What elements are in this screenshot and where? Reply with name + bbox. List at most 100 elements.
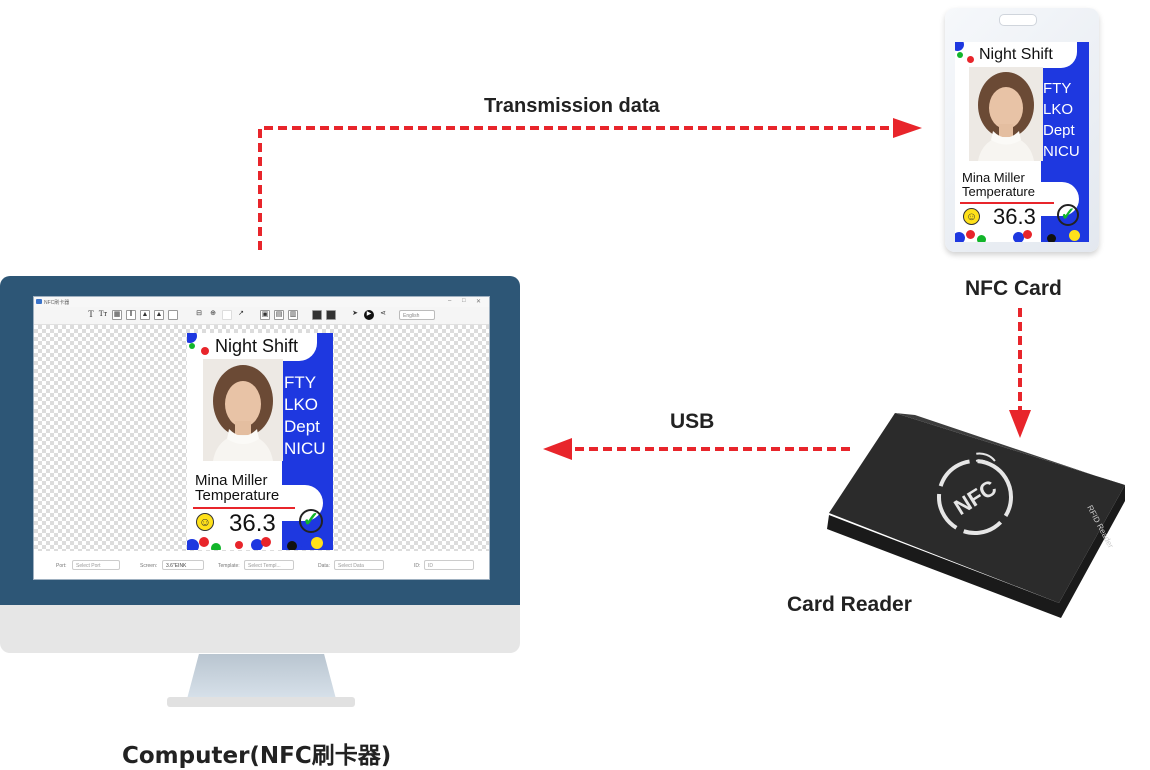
badge-dot xyxy=(299,539,307,547)
badge-dot xyxy=(251,539,263,550)
save-icon[interactable]: ▣ xyxy=(260,310,270,320)
card-divider xyxy=(960,202,1054,204)
screen-label: Screen: xyxy=(140,563,158,569)
badge-dot xyxy=(235,541,243,549)
badge-side-line: LKO xyxy=(284,395,319,414)
badge-title: Night Shift xyxy=(215,336,299,356)
badge-dot xyxy=(187,333,197,343)
minimize-icon[interactable]: – xyxy=(448,298,452,304)
template-label: Template: xyxy=(218,563,240,569)
card-dot xyxy=(1013,232,1024,242)
badge-temp-value: 36.3 xyxy=(229,510,276,537)
app-logo-icon xyxy=(36,299,42,304)
card-dot xyxy=(966,230,975,239)
monitor-chin xyxy=(0,605,520,653)
checkmark-icon: ✓ xyxy=(299,509,323,533)
card-title: Night Shift xyxy=(979,46,1053,63)
app-title: NFC刷卡器 xyxy=(44,300,70,306)
transmission-arrowhead xyxy=(893,118,922,138)
badge-title-band xyxy=(187,333,317,361)
badge-temp-label: Temperature xyxy=(195,487,280,504)
monitor-stand-neck xyxy=(187,654,336,699)
id-label: ID: xyxy=(414,563,421,569)
app-titlebar: NFC刷卡器 – □ ✕ xyxy=(34,297,489,307)
card-side-line: FTY xyxy=(1043,80,1072,97)
badge-dot xyxy=(261,537,271,547)
play-icon[interactable]: ▶ xyxy=(364,310,374,320)
card-portrait xyxy=(969,67,1043,161)
send-icon[interactable]: ➤ xyxy=(352,310,358,317)
card-temp-value: 36.3 xyxy=(993,204,1036,229)
picture-icon[interactable]: ▲ xyxy=(154,310,164,320)
delete-icon[interactable]: ▥ xyxy=(288,310,298,320)
badge-divider xyxy=(193,507,295,509)
barcode-icon[interactable]: ‖ xyxy=(126,310,136,320)
app-statusbar: Port: Select Port Screen: 3.6"EINK Templ… xyxy=(34,559,489,573)
language-select[interactable]: English xyxy=(399,310,435,320)
usb-label: USB xyxy=(670,410,715,433)
badge-side-line: NICU xyxy=(284,439,326,458)
data-select[interactable]: Select Data xyxy=(334,560,384,570)
nfc-logo-icon xyxy=(937,452,1013,535)
badge-dot xyxy=(189,343,195,349)
screen-select[interactable]: 3.6"EINK xyxy=(162,560,204,570)
port-select[interactable]: Select Port xyxy=(72,560,120,570)
badge-name: Mina Miller xyxy=(195,472,268,489)
nfc-card-badge: Night Shift FTY LKO Dept NICU Mina Mille… xyxy=(955,42,1089,242)
app-toolbar: T Tт ▦ ‖ ▲ ▲ ⊟ ⊕ ↗ ▣ ▤ ▥ ➤ ▶ ⋖ English xyxy=(34,307,489,325)
open-icon[interactable]: ▤ xyxy=(274,310,284,320)
reader-side xyxy=(827,485,1125,618)
port-label: Port: xyxy=(56,563,67,569)
badge-side-line: Dept xyxy=(284,417,320,436)
line-icon[interactable]: ↗ xyxy=(238,310,244,317)
card-checkmark-icon: ✓ xyxy=(1057,204,1079,226)
badge-dot xyxy=(199,537,209,547)
reader-top xyxy=(829,413,1125,603)
card-portrait-image xyxy=(969,67,1043,161)
card-dot xyxy=(957,52,963,58)
badge-side-line: FTY xyxy=(284,373,317,392)
share-icon[interactable]: ⋖ xyxy=(380,310,386,317)
image-icon[interactable]: ▲ xyxy=(140,310,150,320)
card-holder-slot xyxy=(999,14,1037,26)
portrait-image xyxy=(203,359,283,461)
template-select[interactable]: Select Templ... xyxy=(244,560,294,570)
lock-icon[interactable]: ⊟ xyxy=(196,310,202,317)
card-dot xyxy=(955,42,964,51)
badge-dot xyxy=(311,537,323,549)
computer-label: Computer(NFC刷卡器) xyxy=(122,743,392,769)
card-side-line: LKO xyxy=(1043,101,1074,118)
card-temp-label: Temperature xyxy=(962,184,1035,199)
card-dot xyxy=(955,232,965,242)
badge-portrait xyxy=(203,359,283,461)
card-title-band xyxy=(955,42,1077,68)
rectangle-icon[interactable] xyxy=(168,310,178,320)
card-side-line: NICU xyxy=(1043,143,1080,160)
transmission-label: Transmission data xyxy=(484,95,660,117)
id-input[interactable]: ID xyxy=(424,560,474,570)
maximize-icon[interactable]: □ xyxy=(462,298,466,304)
close-icon[interactable]: ✕ xyxy=(476,299,482,305)
text-style-icon[interactable]: Tт xyxy=(98,309,108,318)
blank-tool-icon[interactable] xyxy=(222,310,232,320)
zoom-icon[interactable]: ⊕ xyxy=(210,310,216,317)
text-icon[interactable]: T xyxy=(88,309,94,319)
card-side-line: Dept xyxy=(1043,122,1075,139)
rfid-card-reader: NFC RFID Reader xyxy=(827,413,1125,618)
screen-badge-preview: Night Shift FTY LKO Dept NICU Mina Mille… xyxy=(187,333,333,550)
card-dot xyxy=(1069,230,1080,241)
card-reader-label: Card Reader xyxy=(787,593,912,616)
card-dot xyxy=(967,56,974,63)
align-right-icon[interactable] xyxy=(326,310,336,320)
align-left-icon[interactable] xyxy=(312,310,322,320)
card-smiley-icon: ☺ xyxy=(963,208,980,225)
card-name: Mina Miller xyxy=(962,170,1025,185)
badge-dot xyxy=(211,543,221,550)
badge-dot xyxy=(287,541,297,550)
data-label: Data: xyxy=(318,563,330,569)
nfc-card-label: NFC Card xyxy=(965,277,1062,300)
reader-top-highlight xyxy=(895,413,1125,485)
qrcode-icon[interactable]: ▦ xyxy=(112,310,122,320)
smiley-icon: ☺ xyxy=(196,513,214,531)
card-dot xyxy=(1023,230,1032,239)
